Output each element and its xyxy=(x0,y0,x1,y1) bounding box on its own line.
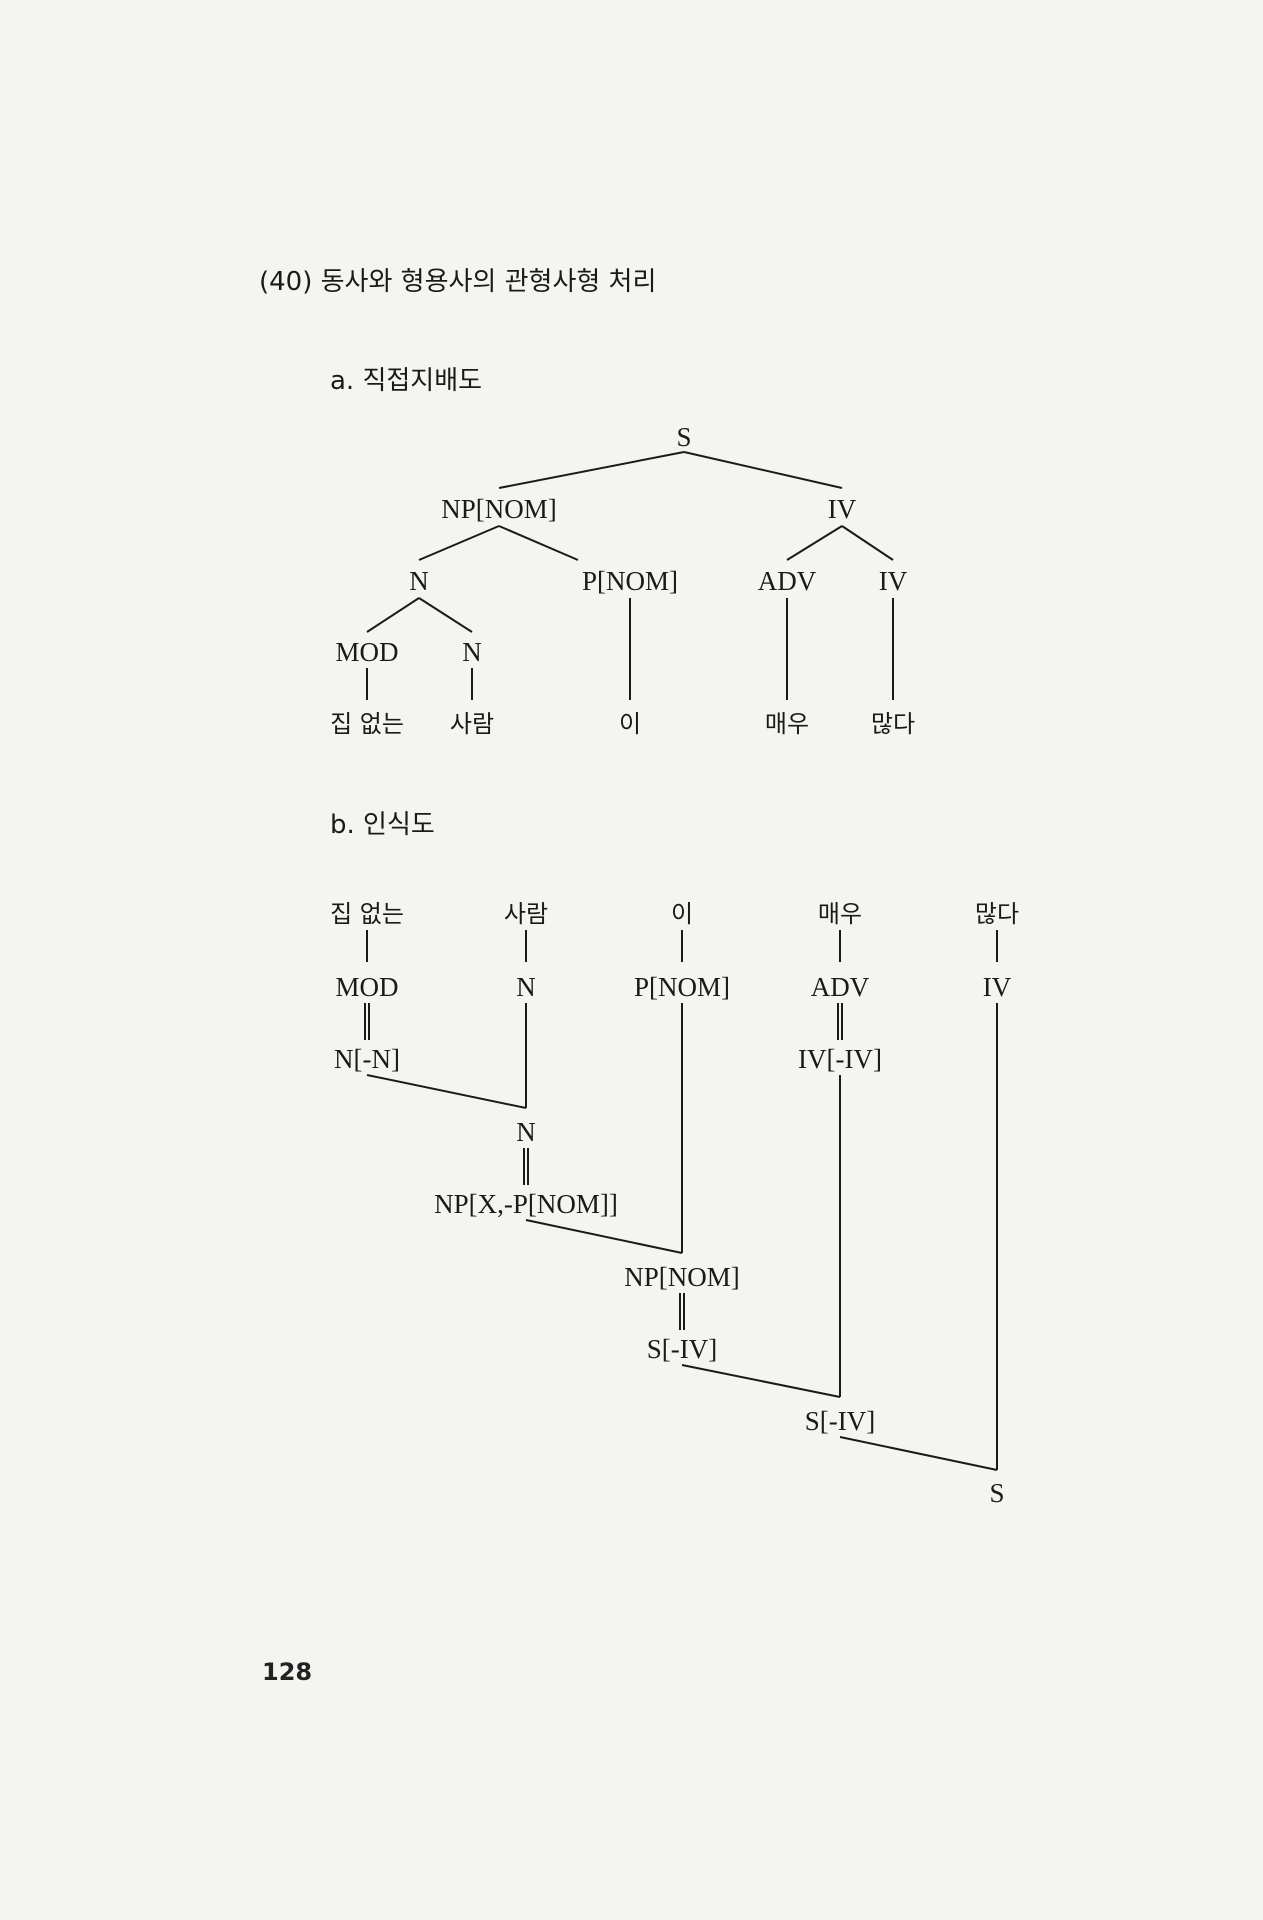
branch xyxy=(366,1074,527,1109)
node-iv: IV xyxy=(828,494,857,524)
node-s: S xyxy=(989,1478,1004,1508)
category: N xyxy=(516,972,536,1002)
word: 사람 xyxy=(450,710,494,738)
page-number: 128 xyxy=(262,1658,312,1686)
node-np-x: NP[X,-P[NOM]] xyxy=(434,1189,618,1219)
category: P[NOM] xyxy=(634,972,730,1002)
category: IV xyxy=(983,972,1012,1002)
branch xyxy=(418,597,473,633)
section-a-label: a. 직접지배도 xyxy=(330,366,482,396)
word: 집 없는 xyxy=(330,710,404,738)
node-n: N xyxy=(516,1117,536,1147)
branch xyxy=(683,451,843,489)
word: 집 없는 xyxy=(330,900,404,928)
branch xyxy=(366,597,420,633)
branch xyxy=(841,525,894,561)
branch xyxy=(525,1219,683,1254)
section-b-label: b. 인식도 xyxy=(330,810,435,840)
word: 많다 xyxy=(975,900,1019,928)
node-np-nom: NP[NOM] xyxy=(624,1262,740,1292)
category: MOD xyxy=(335,972,398,1002)
branch xyxy=(839,1436,998,1471)
branch xyxy=(498,451,685,489)
word: 매우 xyxy=(818,900,862,928)
node-np-nom: NP[NOM] xyxy=(441,494,557,524)
word: 많다 xyxy=(871,710,915,738)
category: ADV xyxy=(811,972,870,1002)
branch xyxy=(681,1364,841,1398)
node-s-minus-iv: S[-IV] xyxy=(647,1334,717,1364)
node-n-minus-n: N[-N] xyxy=(334,1044,400,1074)
branch xyxy=(418,525,500,561)
node-p-nom: P[NOM] xyxy=(582,566,678,596)
node-adv: ADV xyxy=(758,566,817,596)
node-n-leaf: N xyxy=(462,637,482,667)
node-s: S xyxy=(676,422,691,452)
branch xyxy=(498,525,579,561)
word: 이 xyxy=(619,710,641,738)
example-heading: (40) 동사와 형용사의 관형사형 처리 xyxy=(259,267,656,297)
node-iv-leaf: IV xyxy=(879,566,908,596)
direct-dominance-tree: S NP[NOM] IV N P[NOM] ADV IV MOD N 집 없는 … xyxy=(330,422,915,738)
node-iv-minus-iv: IV[-IV] xyxy=(798,1044,882,1074)
recognition-tree: 집 없는 사람 이 매우 많다 MOD N P[NOM] ADV IV N[-N… xyxy=(330,900,1019,1508)
node-n: N xyxy=(409,566,429,596)
word: 사람 xyxy=(504,900,548,928)
word: 매우 xyxy=(765,710,809,738)
node-s-minus-iv: S[-IV] xyxy=(805,1406,875,1436)
branch xyxy=(786,525,843,561)
node-mod: MOD xyxy=(335,637,398,667)
word: 이 xyxy=(671,900,693,928)
